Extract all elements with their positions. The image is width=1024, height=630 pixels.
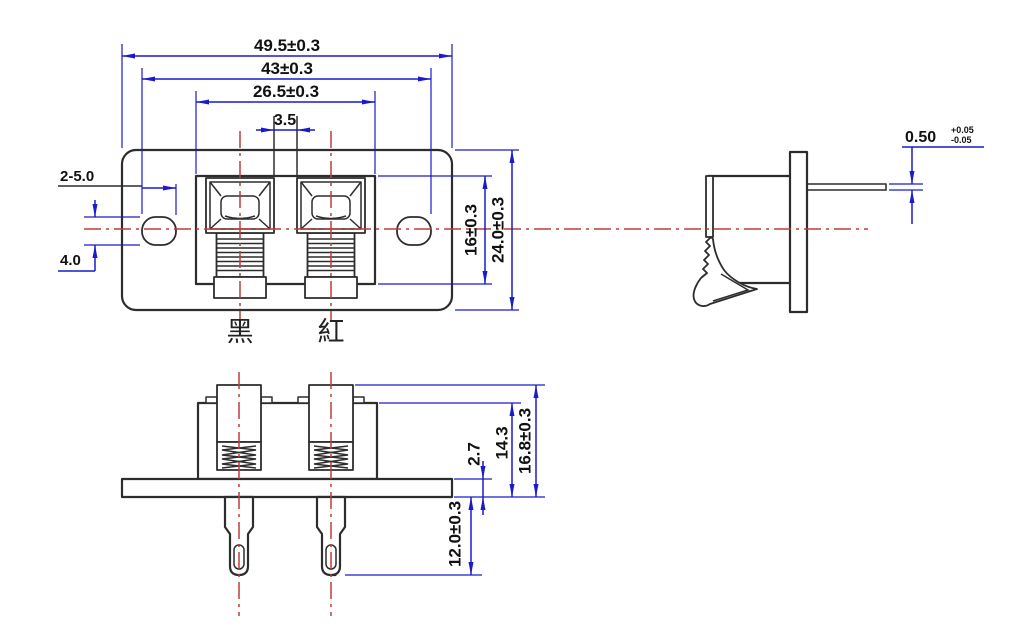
dim-overall-height: 24.0±0.3	[488, 197, 507, 263]
side-dimensions: 0.50 +0.05 -0.05	[889, 125, 984, 224]
front-dimensions: 49.5±0.3 43±0.3 26.5±0.3 3.5 2-5.0 4.0 1…	[58, 36, 519, 348]
dim-slot-height: 4.0	[60, 252, 81, 269]
dim-pin-length: 12.0±0.3	[445, 501, 464, 567]
side-view	[692, 150, 887, 314]
bottom-dimensions: 2.7 14.3 16.8±0.3 12.0±0.3	[345, 384, 545, 576]
front-mount-slot-left	[141, 216, 177, 246]
label-red-terminal: 紅	[318, 317, 345, 348]
dim-pin-thickness: 0.50	[905, 129, 936, 146]
front-mount-slot-right	[396, 216, 432, 246]
centerlines	[84, 131, 868, 616]
dim-button-gap: 3.5	[274, 112, 296, 129]
dim-bottom-overall-height: 16.8±0.3	[515, 408, 534, 474]
dim-housing-height: 16±0.3	[461, 204, 480, 256]
dim-body-height: 14.3	[492, 426, 511, 459]
side-button-face	[705, 175, 714, 238]
bottom-view	[120, 384, 454, 577]
side-spring-clip	[692, 236, 758, 307]
bottom-flange-plate	[120, 477, 454, 499]
dim-housing-width: 26.5±0.3	[253, 82, 319, 101]
label-black-terminal: 黑	[227, 317, 254, 348]
dim-mount-slots: 2-5.0	[60, 168, 94, 185]
front-view	[120, 148, 454, 312]
dim-slot-span: 43±0.3	[261, 59, 313, 78]
dim-flange-thickness: 2.7	[464, 442, 483, 466]
dim-pin-thickness-tol-minus: -0.05	[951, 135, 972, 145]
dim-pin-thickness-tol-plus: +0.05	[951, 125, 974, 135]
side-flange	[788, 150, 809, 314]
dim-overall-width: 49.5±0.3	[254, 36, 320, 55]
side-pin	[806, 183, 887, 191]
